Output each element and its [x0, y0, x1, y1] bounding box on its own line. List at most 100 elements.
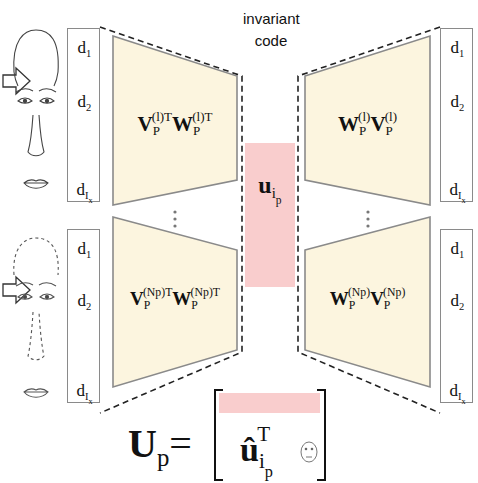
node-text: VP(l)TWP(l)T	[113, 110, 237, 137]
node-text: d1	[68, 240, 101, 260]
node-text: d2	[68, 292, 101, 312]
dot	[366, 217, 369, 220]
node-text: dIx	[68, 181, 101, 205]
node-text: dIx	[441, 181, 474, 205]
eye	[305, 448, 307, 450]
pupil	[23, 295, 26, 298]
dot	[173, 210, 176, 213]
node-text: uip	[245, 173, 295, 206]
dot	[173, 217, 176, 220]
text-run: i	[259, 449, 265, 473]
node-text: WP(Np)VP(Np)	[305, 287, 430, 312]
decoder-trapezoid: WP(l)VP(l)	[305, 36, 430, 205]
text-run: d	[76, 180, 85, 199]
face-sketch	[14, 30, 58, 188]
trapezoid-outline	[305, 217, 430, 387]
text-run: (Np)T	[191, 286, 220, 299]
text-run: d	[451, 239, 460, 258]
text-run: û	[240, 431, 259, 468]
text-run: V	[370, 288, 384, 309]
text-run: d	[451, 291, 460, 310]
pupil	[45, 295, 48, 298]
face-icon	[301, 442, 317, 462]
text-run: u	[258, 172, 271, 198]
node-text: d2	[441, 93, 474, 113]
text-run: I	[458, 391, 462, 402]
node-text: dIx	[441, 382, 474, 406]
encoder-trapezoid: VP(l)TWP(l)T	[113, 36, 237, 205]
dot	[366, 224, 369, 227]
text-run: p	[157, 444, 169, 471]
text-run: d	[78, 38, 87, 57]
text-run: P	[359, 123, 366, 138]
trapezoid-shape	[305, 217, 430, 387]
text-run: T	[257, 422, 270, 446]
text-run: 1	[86, 48, 91, 59]
text-run: (l)	[385, 109, 397, 124]
invariant-code-box: uip	[245, 143, 295, 287]
text-run: P	[386, 123, 393, 138]
text-run: W	[338, 112, 359, 136]
node-text: d2	[441, 292, 474, 312]
text-run: W	[172, 288, 191, 309]
text-run: I	[458, 190, 462, 201]
text-run: (l)T	[192, 109, 212, 124]
text-run: 1	[459, 249, 464, 260]
dimension-column: d1d2dIx	[440, 28, 473, 202]
text-run: I	[85, 391, 89, 402]
encoder-trapezoid: VP(Np)TWP(Np)T	[113, 217, 237, 387]
text-run: 2	[86, 301, 91, 312]
face-outline	[301, 442, 317, 462]
invariant-code-label: invariant code	[243, 8, 299, 52]
text-run: (l)	[358, 109, 370, 124]
head-outline	[14, 30, 58, 86]
text-run: i	[272, 185, 276, 201]
text-run: =	[169, 421, 192, 466]
text-run: 1	[459, 48, 464, 59]
pupil	[23, 99, 26, 102]
dashed-outline	[100, 27, 440, 413]
head-outline	[14, 238, 58, 275]
text-run: p	[276, 194, 282, 206]
text-run: (Np)	[348, 286, 370, 299]
trapezoid-outline	[305, 36, 430, 205]
eyes	[18, 98, 54, 103]
text-run: P	[153, 123, 160, 138]
mouth	[306, 457, 312, 458]
text-run: P	[191, 299, 198, 312]
text-run: (Np)	[383, 286, 405, 299]
text-run: I	[85, 190, 89, 201]
node-text: d1	[68, 39, 101, 59]
text-run: p	[265, 462, 273, 481]
text-run: d	[449, 180, 458, 199]
text-run: d	[78, 239, 87, 258]
nose	[28, 115, 44, 156]
lips	[24, 180, 48, 189]
node-text: d1	[441, 39, 474, 59]
matrix-brackets	[215, 390, 325, 480]
code-row-bar	[219, 393, 320, 413]
node-text: WP(l)VP(l)	[305, 110, 430, 137]
text-run: V	[370, 112, 385, 136]
text-run: 1	[86, 249, 91, 260]
face-sketch	[14, 238, 58, 397]
eye	[311, 448, 313, 450]
text-run: W	[172, 112, 193, 136]
text-run: 2	[459, 102, 464, 113]
code-row-label: ûipT	[240, 424, 270, 480]
text-run: x	[88, 397, 92, 406]
trapezoid-outline	[113, 217, 237, 387]
eyebrows	[16, 283, 56, 286]
eyebrows	[16, 89, 56, 92]
text-run: x	[461, 397, 465, 406]
text-run: d	[78, 92, 87, 111]
dimension-column: d1d2dIx	[440, 229, 473, 403]
pupil	[45, 99, 48, 102]
eyes	[18, 294, 54, 299]
text-run: 2	[86, 102, 91, 113]
nose	[28, 312, 44, 360]
node-text: VP(Np)TWP(Np)T	[113, 287, 237, 312]
text-run: P	[349, 299, 356, 312]
text-run: x	[88, 196, 92, 205]
